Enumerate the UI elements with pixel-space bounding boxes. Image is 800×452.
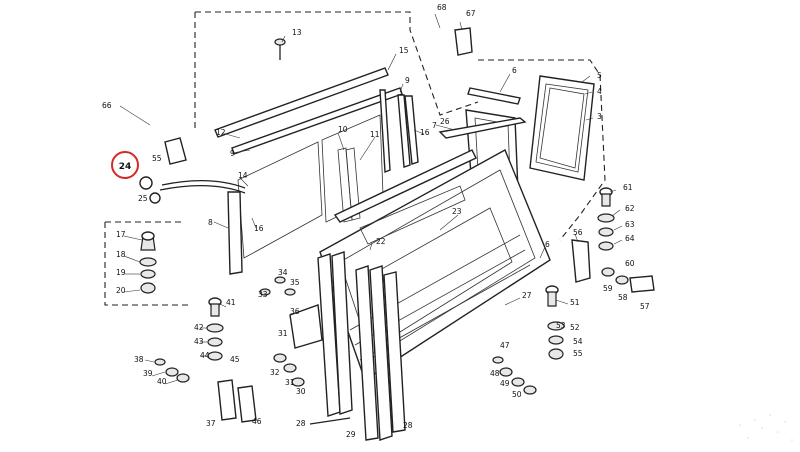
part-label-13: 13 <box>292 28 302 37</box>
part-label-15: 15 <box>399 46 409 55</box>
part-label-55: 55 <box>573 349 583 358</box>
frame-posts <box>317 251 406 441</box>
part-label-22: 22 <box>376 237 386 246</box>
part-label-31: 31 <box>278 329 288 338</box>
part-label-64: 64 <box>625 234 635 243</box>
part-label-7: 7 <box>432 121 437 130</box>
part-label-30: 30 <box>296 387 306 396</box>
part-label-57: 57 <box>640 302 650 311</box>
part-label-67: 67 <box>466 9 476 18</box>
scan-texture <box>739 414 793 441</box>
part-label-37: 37 <box>206 419 216 428</box>
callout-number: 24 <box>119 162 132 172</box>
fastener-stack-left <box>139 231 157 294</box>
part-label-34: 34 <box>278 268 288 277</box>
part-label-62: 62 <box>625 204 635 213</box>
part-label-61: 61 <box>623 183 633 192</box>
part-label-6: 6 <box>545 240 550 249</box>
part-label-9: 9 <box>230 149 235 158</box>
top-strip <box>467 87 521 105</box>
part-label-31: 31 <box>285 378 295 387</box>
leader-lines <box>123 13 623 385</box>
part-label-11: 11 <box>370 130 380 139</box>
part-label-17: 17 <box>116 230 126 239</box>
fastener-group-47-50 <box>492 356 537 395</box>
top-clip <box>454 27 473 56</box>
part-label-56: 56 <box>573 228 583 237</box>
fastener-stack-right <box>597 187 615 251</box>
part-label-4: 4 <box>597 87 602 96</box>
part-label-12: 12 <box>216 128 226 137</box>
part-label-55: 55 <box>152 154 162 163</box>
glass-run-channels <box>214 67 419 174</box>
vertical-channel <box>227 191 243 275</box>
part-label-46: 46 <box>252 417 262 426</box>
part-label-9: 9 <box>405 76 410 85</box>
bolt-13 <box>274 38 286 60</box>
part-label-42: 42 <box>194 323 204 332</box>
part-label-19: 19 <box>116 268 126 277</box>
part-label-54: 54 <box>573 337 583 346</box>
part-label-18: 18 <box>116 250 126 259</box>
part-label-35: 35 <box>290 278 300 287</box>
quarter-window <box>529 75 595 181</box>
part-label-63: 63 <box>625 220 635 229</box>
dashed-boundary-lines <box>104 11 606 306</box>
part-label-51: 51 <box>570 298 580 307</box>
part-label-53: 53 <box>556 321 566 330</box>
part-label-14: 14 <box>238 171 248 180</box>
part-label-44: 44 <box>200 351 210 360</box>
part-label-58: 58 <box>618 293 628 302</box>
part-label-28: 28 <box>296 419 306 428</box>
right-bracket <box>571 239 591 283</box>
highlight-callout[interactable]: 24 <box>111 151 139 179</box>
part-label-68: 68 <box>437 3 447 12</box>
part-label-23: 23 <box>452 207 462 216</box>
part-label-3: 3 <box>597 112 602 121</box>
part-label-48: 48 <box>490 369 500 378</box>
part-label-16: 16 <box>420 128 430 137</box>
part-label-32: 32 <box>270 368 280 377</box>
part-label-28: 28 <box>403 421 413 430</box>
main-window-frame <box>319 149 551 382</box>
part-label-60: 60 <box>625 259 635 268</box>
fastener-stack-lower-right <box>545 285 565 360</box>
part-label-50: 50 <box>512 390 522 399</box>
part-label-27: 27 <box>522 291 532 300</box>
part-label-39: 39 <box>143 369 153 378</box>
part-label-45: 45 <box>230 355 240 364</box>
hinge-brackets <box>217 379 257 423</box>
part-label-41: 41 <box>226 298 236 307</box>
part-label-59: 59 <box>603 284 613 293</box>
part-label-5: 5 <box>597 71 602 80</box>
part-label-16: 16 <box>254 224 264 233</box>
part-label-6: 6 <box>512 66 517 75</box>
part-label-47: 47 <box>500 341 510 350</box>
highlight-circle <box>111 151 139 179</box>
part-label-66: 66 <box>102 101 112 110</box>
left-clip-and-cable <box>119 105 246 204</box>
part-label-26: 26 <box>440 117 450 126</box>
part-label-20: 20 <box>116 286 126 295</box>
part-label-52: 52 <box>570 323 580 332</box>
fastener-stack-middle-left <box>154 297 224 383</box>
part-label-36: 36 <box>290 307 300 316</box>
part-label-10: 10 <box>338 125 348 134</box>
part-label-38: 38 <box>134 355 144 364</box>
part-label-43: 43 <box>194 337 204 346</box>
part-label-49: 49 <box>500 379 510 388</box>
fastener-group-30-36 <box>259 276 323 387</box>
part-label-25: 25 <box>138 194 148 203</box>
part-label-40: 40 <box>157 377 167 386</box>
fastener-group-57-60 <box>601 267 655 293</box>
rod <box>309 417 351 425</box>
part-label-29: 29 <box>346 430 356 439</box>
part-label-33: 33 <box>258 290 268 299</box>
part-label-8: 8 <box>208 218 213 227</box>
